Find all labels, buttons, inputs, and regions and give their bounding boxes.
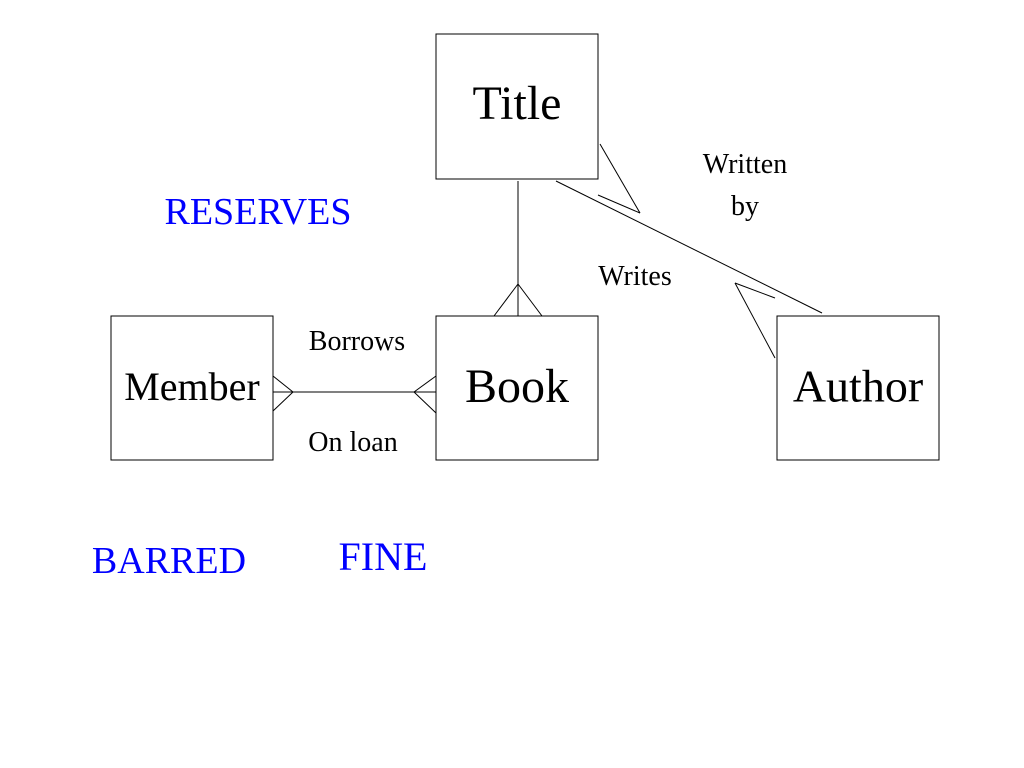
fine-label: FINE [339, 534, 428, 579]
member-entity-box [110, 315, 274, 461]
title-entity-box [435, 33, 599, 180]
crows-foot-author-b [734, 282, 776, 299]
crows-foot-book-top-right [517, 283, 543, 317]
author-entity-label: Author [793, 361, 923, 412]
crows-foot-book-left-bottom [413, 391, 437, 414]
barred-label: BARRED [92, 540, 246, 582]
author-entity-box [776, 315, 940, 461]
written-by-label-line2: by [731, 191, 759, 222]
book-entity-label: Book [465, 360, 569, 413]
borrows-label: Borrows [309, 326, 405, 357]
book-entity-box [435, 315, 599, 461]
title-entity-label: Title [473, 77, 562, 130]
crows-foot-author-a [734, 282, 776, 359]
crows-foot-title-a [599, 143, 641, 214]
writes-label: Writes [598, 261, 672, 292]
crows-foot-member-bottom [272, 391, 294, 412]
crows-foot-book-left-top [413, 375, 437, 393]
reserves-label: RESERVES [165, 191, 352, 233]
on-loan-label: On loan [308, 427, 397, 458]
member-book-relationship [272, 375, 437, 414]
crows-foot-member-top [272, 375, 294, 393]
title-book-relationship [493, 181, 543, 317]
crows-foot-book-top-left [493, 283, 519, 317]
crows-foot-title-b [597, 194, 641, 214]
written-by-label-line1: Written [703, 149, 787, 180]
title-author-relationship [555, 143, 823, 359]
member-entity-label: Member [124, 364, 260, 409]
